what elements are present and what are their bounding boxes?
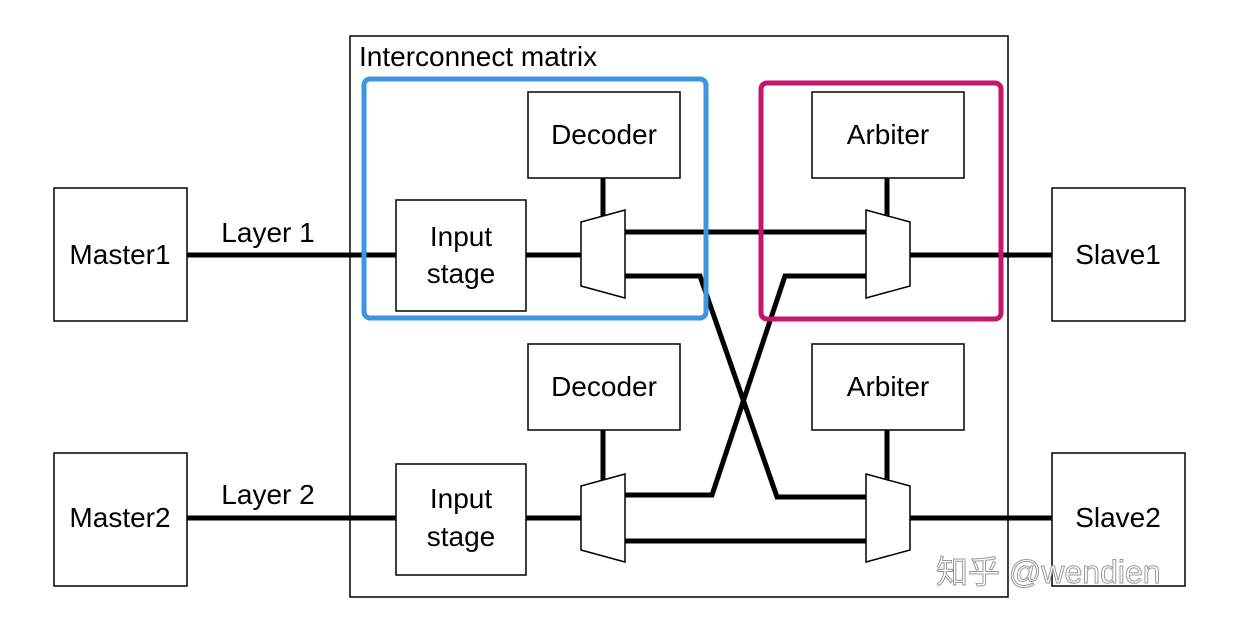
decoder1-box	[527, 91, 681, 179]
arbiter2-box	[811, 343, 965, 431]
m2-to-s1-wire	[624, 273, 866, 498]
arbiter-group-highlight	[758, 80, 1004, 322]
slave2-label: Slave2	[1075, 502, 1161, 533]
m1-to-s2-wire	[624, 273, 866, 500]
master1-box	[53, 187, 188, 322]
input-stage1-line1: Input	[430, 221, 492, 252]
slave1-box	[1051, 187, 1186, 322]
master2-label: Master2	[69, 502, 170, 533]
slave2-box	[1051, 452, 1186, 587]
watermark-text: 知乎 @wendien	[936, 554, 1161, 590]
decoder-group-highlight	[361, 76, 709, 321]
interconnect-matrix-title: Interconnect matrix	[359, 41, 597, 72]
layer2-label: Layer 2	[221, 479, 314, 510]
decoder1-label: Decoder	[551, 119, 657, 150]
layer1-label: Layer 1	[221, 217, 314, 248]
wires	[187, 178, 1052, 544]
arbiter1-mux-shape	[865, 209, 911, 299]
arbiter2-label: Arbiter	[847, 371, 929, 402]
input-stage1-line2: stage	[427, 258, 496, 289]
arbiter1-label: Arbiter	[847, 119, 929, 150]
master2-box	[53, 452, 188, 587]
master1-label: Master1	[69, 239, 170, 270]
input-stage2-line2: stage	[427, 521, 496, 552]
slave1-label: Slave1	[1075, 239, 1161, 270]
arbiter2-mux-shape	[865, 473, 911, 563]
input-stage1-box	[395, 199, 527, 312]
arbiter1-box	[811, 91, 965, 179]
decoder1-mux-shape	[580, 209, 626, 299]
decoder2-box	[527, 343, 681, 431]
input-stage2-box	[395, 463, 527, 576]
decoder2-label: Decoder	[551, 371, 657, 402]
input-stage2-line1: Input	[430, 483, 492, 514]
decoder2-mux-shape	[580, 473, 626, 563]
